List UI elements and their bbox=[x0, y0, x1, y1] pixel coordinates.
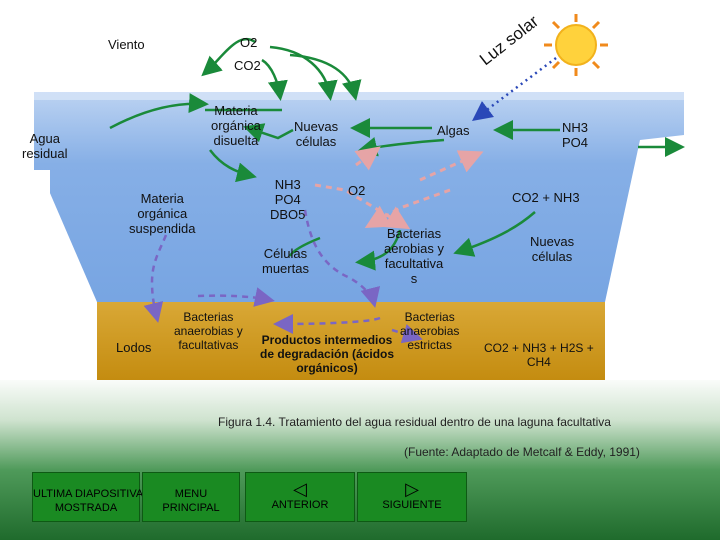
dashed-pink-arrows bbox=[314, 146, 484, 230]
arrow-right-icon: ▷ bbox=[405, 479, 419, 499]
arrow-left-icon: ◁ bbox=[293, 479, 307, 499]
next-label: SIGUIENTE bbox=[382, 499, 442, 511]
label-co2-top: CO2 bbox=[234, 58, 261, 73]
sunlight-arrow bbox=[472, 57, 557, 121]
gas-exchange-arrows bbox=[201, 38, 362, 101]
sun-icon bbox=[544, 14, 608, 76]
label-bacterias-anaerobias-estrictas: Bacterias anaerobias estrictas bbox=[400, 310, 460, 352]
label-bacterias-aerobias: Bacterias aerobias y facultativa s bbox=[384, 226, 444, 286]
label-agua-residual: Agua residual bbox=[22, 131, 68, 161]
label-o2-mid: O2 bbox=[348, 183, 366, 198]
label-nuevas-celulas-1: Nuevas células bbox=[294, 119, 339, 149]
previous-label: ANTERIOR bbox=[271, 499, 329, 511]
label-bacterias-anaerobias-facultativas: Bacterias anaerobias y facultativas bbox=[174, 310, 243, 352]
lagoon-wall-right bbox=[605, 140, 720, 380]
sediment-layer bbox=[97, 302, 605, 380]
dashed-purple-arrows bbox=[143, 209, 423, 344]
lagoon-diagram bbox=[0, 14, 720, 380]
last-slide-button[interactable]: ULTIMA DIAPOSITIVA MOSTRADA bbox=[32, 472, 144, 522]
label-lodos: Lodos bbox=[116, 340, 152, 355]
label-productos-intermedios: Productos intermedios de degradación (ác… bbox=[260, 333, 395, 375]
label-o2-top: O2 bbox=[240, 35, 258, 50]
label-celulas-muertas: Células muertas bbox=[262, 246, 309, 276]
next-button[interactable]: ▷ SIGUIENTE bbox=[357, 472, 467, 522]
lagoon-wall-left bbox=[0, 170, 97, 380]
label-materia-organica-disuelta: Materia orgánica disuelta bbox=[211, 103, 261, 148]
lagoon-top-band bbox=[34, 92, 684, 100]
label-materia-organica-suspendida: Materia orgánica suspendida bbox=[129, 191, 196, 236]
main-menu-button[interactable]: MENU PRINCIPAL bbox=[142, 472, 240, 522]
label-co2-nh3: CO2 + NH3 bbox=[512, 190, 580, 205]
main-menu-label: MENU PRINCIPAL bbox=[162, 488, 220, 515]
figure-caption: Figura 1.4. Tratamiento del agua residua… bbox=[218, 415, 611, 429]
label-algas: Algas bbox=[437, 123, 470, 138]
label-nh3-po4-dbo5: NH3 PO4 DBO5 bbox=[270, 177, 306, 222]
last-slide-label: ULTIMA DIAPOSITIVA MOSTRADA bbox=[33, 488, 144, 515]
label-nuevas-celulas-2: Nuevas células bbox=[530, 234, 575, 264]
label-gases-fondo: CO2 + NH3 + H2S + CH4 bbox=[484, 341, 594, 369]
figure-source: (Fuente: Adaptado de Metcalf & Eddy, 199… bbox=[404, 445, 640, 459]
label-viento: Viento bbox=[108, 37, 145, 52]
previous-button[interactable]: ◁ ANTERIOR bbox=[245, 472, 355, 522]
label-nh3-po4-right: NH3 PO4 bbox=[562, 120, 589, 150]
